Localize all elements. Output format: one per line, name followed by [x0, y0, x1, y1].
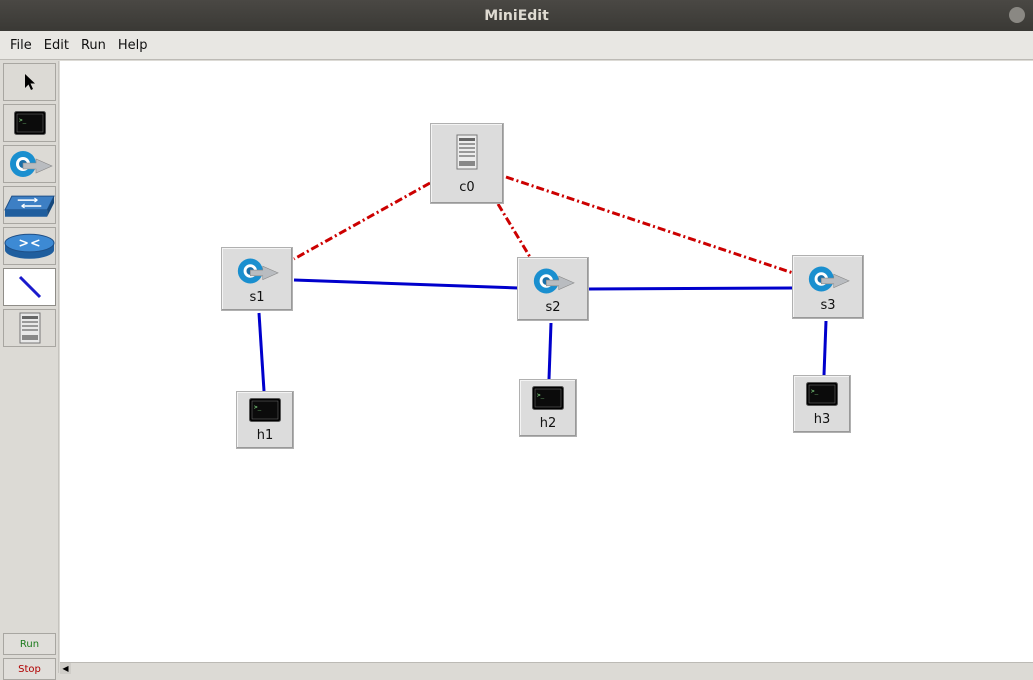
controller-tool[interactable]	[3, 309, 56, 347]
openflow-switch-icon	[9, 151, 53, 177]
svg-text:>_: >_	[254, 404, 262, 411]
openflow-switch-icon	[808, 266, 850, 292]
menu-bar: File Edit Run Help	[0, 31, 1033, 60]
host-node-h2[interactable]: >_ h2	[519, 379, 577, 437]
terminal-icon: >_	[806, 382, 838, 406]
terminal-icon: >_	[249, 398, 281, 422]
terminal-icon: >_	[13, 111, 46, 135]
terminal-icon: >_	[532, 386, 564, 410]
host-node-h1[interactable]: >_ h1	[236, 391, 294, 449]
svg-text:>_: >_	[811, 388, 819, 395]
link-c0-s2[interactable]	[496, 203, 532, 258]
node-label: h1	[256, 428, 274, 443]
node-label: c0	[459, 180, 475, 195]
links-layer	[257, 175, 828, 392]
server-icon	[456, 134, 478, 170]
controller-node[interactable]: c0	[430, 123, 504, 204]
link-c0-s1[interactable]	[293, 181, 431, 261]
horizontal-scrollbar[interactable]: ◀	[60, 662, 1033, 674]
menu-run[interactable]: Run	[80, 37, 106, 53]
node-label: h3	[813, 412, 831, 427]
legacy-router-tool[interactable]	[3, 227, 56, 265]
arrow-cursor-icon	[24, 74, 35, 90]
switch-node-s1[interactable]: s1	[221, 247, 293, 311]
node-label: s3	[820, 298, 836, 313]
window-title: MiniEdit	[484, 7, 549, 24]
openflow-switch-icon	[237, 258, 279, 284]
link-tool[interactable]	[3, 268, 56, 306]
svg-text:>_: >_	[537, 392, 545, 399]
router-icon	[4, 233, 55, 259]
window-titlebar: MiniEdit	[0, 0, 1033, 31]
topology-canvas[interactable]: c0 s1 s2 s3 >_	[60, 61, 1033, 662]
svg-text:>_: >_	[19, 117, 27, 124]
link-icon	[18, 275, 41, 299]
node-label: s1	[249, 290, 265, 305]
node-label: s2	[545, 300, 561, 315]
host-node-h3[interactable]: >_ h3	[793, 375, 851, 433]
host-tool[interactable]: >_	[3, 104, 56, 142]
link-c0-s3[interactable]	[505, 175, 794, 275]
switch-node-s2[interactable]: s2	[517, 257, 589, 321]
menu-edit[interactable]: Edit	[43, 37, 69, 53]
scroll-left-icon[interactable]: ◀	[60, 663, 71, 674]
run-button[interactable]: Run	[3, 633, 56, 655]
menu-file[interactable]: File	[10, 37, 32, 53]
switch-node-s3[interactable]: s3	[792, 255, 864, 319]
server-icon	[19, 312, 40, 344]
stop-button[interactable]: Stop	[3, 658, 56, 680]
link-s2-s3[interactable]	[587, 286, 794, 291]
select-tool[interactable]	[3, 63, 56, 101]
legacy-switch-tool[interactable]	[3, 186, 56, 224]
link-s1-s2[interactable]	[293, 278, 519, 290]
node-label: h2	[539, 416, 557, 431]
link-s2-h2[interactable]	[547, 322, 553, 380]
openflow-switch-icon	[533, 268, 575, 294]
link-s1-h1[interactable]	[257, 312, 266, 392]
toolbox: >_	[0, 61, 59, 680]
switch-tool[interactable]	[3, 145, 56, 183]
link-s3-h3[interactable]	[822, 320, 828, 376]
window-close-button[interactable]	[1009, 7, 1025, 23]
menu-help[interactable]: Help	[117, 37, 148, 53]
legacy-switch-icon	[4, 195, 55, 217]
